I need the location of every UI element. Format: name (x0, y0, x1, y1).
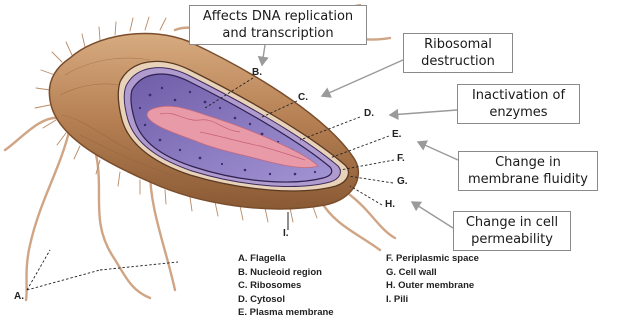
legend-right: F. Periplasmic space G. Cell wall H. Out… (386, 252, 479, 306)
label-f: F. (397, 153, 405, 164)
label-c: C. (298, 92, 308, 103)
legend-item-h: H. Outer membrane (386, 279, 479, 293)
callout-fluidity-line1: Change in (463, 154, 593, 171)
legend-item-e: E. Plasma membrane (238, 306, 334, 320)
callout-enzymes-line2: enzymes (462, 104, 575, 121)
legend-item-i: I. Pili (386, 293, 479, 307)
callout-permeability-line2: permeability (458, 231, 566, 248)
label-d: D. (364, 108, 374, 119)
legend-item-f: F. Periplasmic space (386, 252, 479, 266)
callout-inactivation-enzymes: Inactivation of enzymes (457, 84, 580, 124)
callout-enzymes-line1: Inactivation of (462, 87, 575, 104)
label-a: A. (14, 291, 24, 302)
callout-cell-permeability: Change in cell permeability (453, 211, 571, 251)
legend-item-c: C. Ribosomes (238, 279, 334, 293)
label-i: I. (283, 228, 289, 239)
legend-item-g: G. Cell wall (386, 266, 479, 280)
legend-item-d: D. Cytosol (238, 293, 334, 307)
callout-dna-line2: and transcription (194, 25, 362, 42)
label-b: B. (252, 67, 262, 78)
callout-dna-line1: Affects DNA replication (194, 8, 362, 25)
callout-ribosomal-line1: Ribosomal (408, 36, 508, 53)
label-e: E. (392, 129, 401, 140)
legend-item-a: A. Flagella (238, 252, 334, 266)
callout-fluidity-line2: membrane fluidity (463, 171, 593, 188)
callout-dna-replication: Affects DNA replication and transcriptio… (189, 5, 367, 45)
callout-ribosomal-destruction: Ribosomal destruction (403, 33, 513, 73)
label-g: G. (397, 176, 408, 187)
label-h: H. (385, 199, 395, 210)
callout-membrane-fluidity: Change in membrane fluidity (458, 151, 598, 191)
legend-item-b: B. Nucleoid region (238, 266, 334, 280)
legend-left: A. Flagella B. Nucleoid region C. Riboso… (238, 252, 334, 320)
callout-ribosomal-line2: destruction (408, 53, 508, 70)
callout-permeability-line1: Change in cell (458, 214, 566, 231)
